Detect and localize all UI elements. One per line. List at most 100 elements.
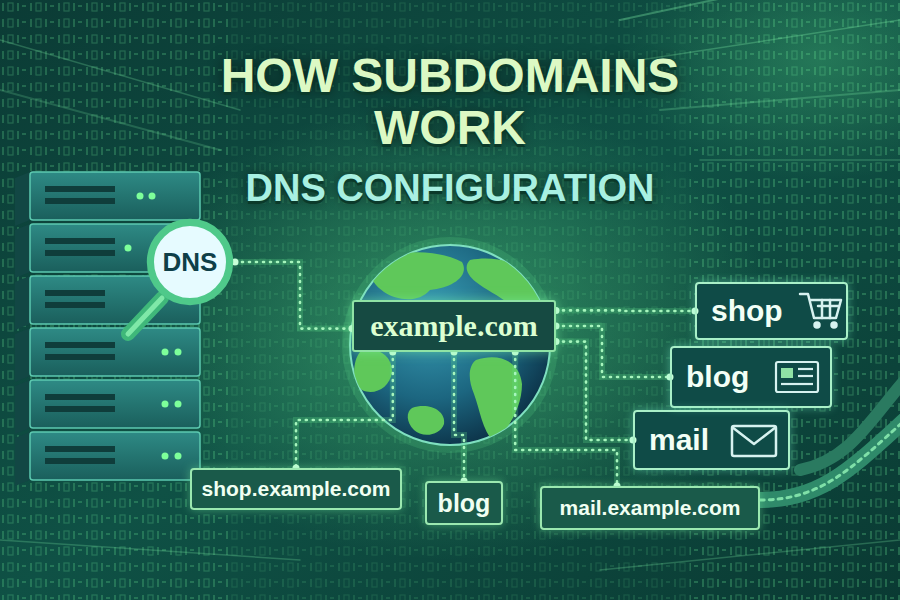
server-rack — [45, 446, 115, 452]
subdomain-panel: shop — [695, 282, 848, 340]
magnifier-handle — [128, 298, 162, 334]
dotted-connector — [296, 352, 393, 468]
server-rack — [15, 224, 30, 278]
server-rack — [162, 453, 169, 460]
dotted-connector — [293, 349, 397, 472]
dotted-connector — [556, 309, 695, 312]
subdomain-panel-fill — [695, 282, 848, 340]
server-rack — [15, 380, 200, 434]
cart-icon — [821, 300, 824, 318]
magnifier-handle — [128, 298, 162, 334]
dotted-connector — [512, 349, 621, 490]
server-rack — [162, 401, 169, 408]
server-rack — [15, 172, 30, 226]
server-rack — [30, 328, 200, 376]
globe — [370, 252, 464, 299]
server-rack — [45, 302, 105, 308]
envelope-icon — [732, 426, 776, 456]
subdomain-box: blog — [425, 481, 503, 525]
subdomain-panel: blog — [670, 346, 832, 408]
magnifier-handle — [128, 298, 162, 334]
server-rack — [15, 328, 30, 382]
dotted-connector — [454, 352, 464, 481]
server-rack — [15, 172, 200, 486]
connector-glow — [235, 262, 352, 329]
cart-icon — [800, 294, 841, 318]
document-icon — [776, 362, 818, 392]
server-rack — [162, 349, 169, 356]
document-icon — [798, 375, 813, 377]
dotted-connector — [232, 259, 356, 333]
server-rack — [45, 238, 115, 244]
cart-icon — [832, 323, 837, 328]
dotted-connector — [515, 352, 617, 486]
server-rack — [45, 342, 115, 348]
server-rack — [175, 349, 182, 356]
connector-glow — [296, 352, 393, 468]
light-streaks — [700, 159, 900, 161]
server-rack — [15, 432, 30, 486]
light-streaks — [660, 90, 900, 110]
background — [120, 100, 780, 560]
node-text: shop.example.com — [201, 477, 390, 501]
light-streaks — [0, 90, 220, 150]
server-rack — [175, 401, 182, 408]
dotted-connector — [235, 262, 352, 329]
server-rack — [175, 453, 182, 460]
envelope-icon — [732, 427, 776, 444]
server-rack — [15, 380, 30, 434]
dotted-connector — [556, 326, 670, 377]
subdomain-panel: mail — [633, 410, 790, 470]
title: HOW SUBDOMAINS WORK — [150, 50, 750, 154]
server-rack — [30, 432, 200, 480]
connector-glow — [454, 352, 464, 481]
server-rack — [125, 245, 132, 252]
light-streaks — [0, 0, 900, 570]
subtitle-label: DNS CONFIGURATION — [120, 166, 780, 210]
globe — [408, 406, 444, 435]
node-text: shop — [711, 294, 783, 328]
domain-box: example.com — [352, 300, 556, 352]
server-rack — [45, 290, 105, 296]
connector-glow — [556, 342, 633, 440]
document-icon — [781, 383, 813, 385]
dns-magnifier: DNS — [145, 217, 235, 307]
server-rack — [137, 193, 144, 200]
server-rack — [15, 172, 200, 226]
server-rack — [45, 186, 115, 192]
server-rack — [45, 250, 115, 256]
dotted-connector — [553, 307, 699, 315]
document-icon — [781, 368, 793, 378]
cart-icon — [815, 323, 820, 328]
connector-glow — [515, 352, 617, 486]
dotted-connector — [553, 338, 637, 443]
magnifier-lens — [150, 222, 229, 301]
server-rack — [45, 458, 115, 464]
server-rack — [149, 193, 156, 200]
subdomain-panel-fill — [670, 346, 832, 408]
dotted-connector — [451, 349, 468, 485]
cart-icon — [829, 300, 832, 318]
server-rack — [45, 406, 115, 412]
light-streaks — [620, 0, 900, 20]
node-text: example.com — [370, 309, 537, 343]
node-text: DNS — [163, 247, 218, 278]
dotted-connector — [556, 342, 633, 440]
server-rack — [15, 432, 200, 486]
server-rack — [45, 354, 115, 360]
node-text: blog — [686, 360, 749, 394]
dotted-connector — [553, 323, 674, 381]
subdomain-panel-fill — [633, 410, 790, 470]
document-icon — [798, 368, 813, 370]
cart-icon — [800, 294, 841, 328]
connector-glow — [556, 326, 670, 377]
server-rack — [15, 328, 200, 382]
background — [0, 0, 230, 600]
server-rack — [30, 172, 200, 220]
server-rack — [30, 380, 200, 428]
light-streaks — [0, 540, 300, 560]
subdomain-box: shop.example.com — [190, 468, 401, 510]
server-rack — [45, 394, 115, 400]
